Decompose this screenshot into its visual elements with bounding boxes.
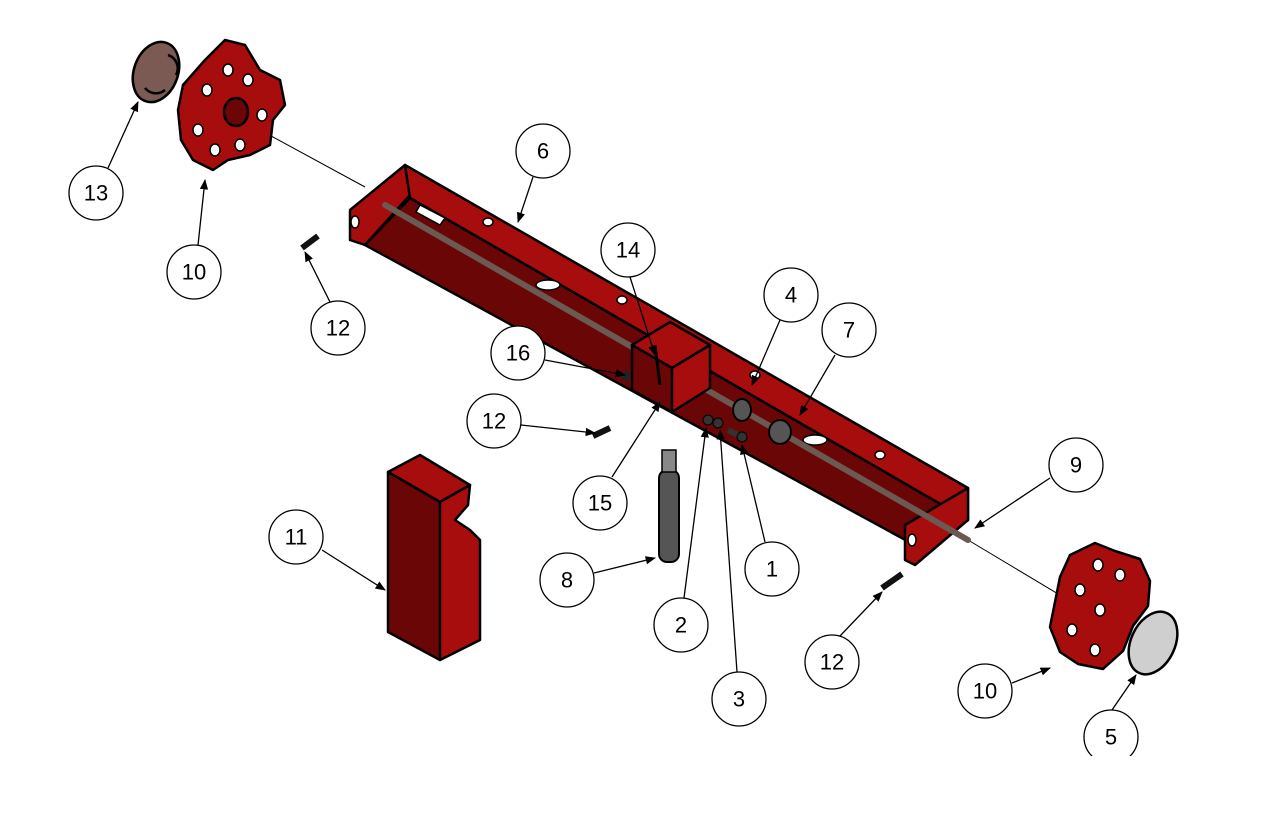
balloon-crop-mask — [1080, 756, 1150, 776]
svg-text:6: 6 — [537, 139, 549, 164]
pin-12a — [300, 233, 320, 251]
callout-8: 8 — [539, 552, 595, 608]
svg-text:2: 2 — [675, 613, 687, 638]
housing-11 — [386, 453, 482, 662]
svg-text:7: 7 — [843, 318, 855, 343]
svg-text:10: 10 — [973, 679, 997, 704]
callout-10: 10 — [957, 663, 1013, 719]
svg-text:12: 12 — [820, 650, 844, 675]
svg-text:5: 5 — [1105, 725, 1117, 750]
small-hardware — [702, 414, 748, 443]
callout-6: 6 — [515, 123, 571, 179]
callout-9: 9 — [1048, 437, 1104, 493]
star-knob-top — [176, 38, 287, 172]
callout-3: 3 — [711, 671, 767, 727]
end-cap-13 — [131, 40, 181, 104]
svg-text:13: 13 — [84, 181, 108, 206]
svg-text:12: 12 — [326, 316, 350, 341]
svg-text:14: 14 — [616, 238, 640, 263]
svg-text:10: 10 — [182, 260, 206, 285]
svg-text:9: 9 — [1070, 453, 1082, 478]
callout-5: 5 — [1083, 709, 1139, 765]
callout-11: 11 — [268, 509, 324, 565]
star-knob-bottom — [1048, 541, 1152, 671]
callout-2: 2 — [653, 597, 709, 653]
nut-4 — [732, 398, 752, 422]
leader-lines — [107, 101, 1137, 711]
svg-text:15: 15 — [588, 491, 612, 516]
end-cap-5 — [1127, 610, 1179, 676]
svg-text:8: 8 — [561, 568, 573, 593]
pin-12c — [880, 571, 904, 591]
callout-7: 7 — [821, 302, 877, 358]
svg-text:12: 12 — [482, 409, 506, 434]
callout-1: 1 — [744, 541, 800, 597]
callout-12: 12 — [310, 300, 366, 356]
callout-12: 12 — [466, 393, 522, 449]
svg-text:11: 11 — [285, 525, 308, 550]
callout-15: 15 — [572, 475, 628, 531]
callout-4: 4 — [763, 267, 819, 323]
nut-7 — [768, 419, 792, 445]
svg-text:4: 4 — [785, 283, 797, 308]
svg-text:1: 1 — [766, 557, 778, 582]
svg-text:3: 3 — [733, 687, 745, 712]
callout-10: 10 — [166, 244, 222, 300]
pin-12b — [591, 425, 612, 439]
callout-14: 14 — [600, 222, 656, 278]
callout-13: 13 — [68, 165, 124, 221]
shaft-8 — [658, 449, 680, 563]
svg-text:16: 16 — [506, 341, 530, 366]
callout-12: 12 — [804, 634, 860, 690]
callout-16: 16 — [490, 325, 546, 381]
